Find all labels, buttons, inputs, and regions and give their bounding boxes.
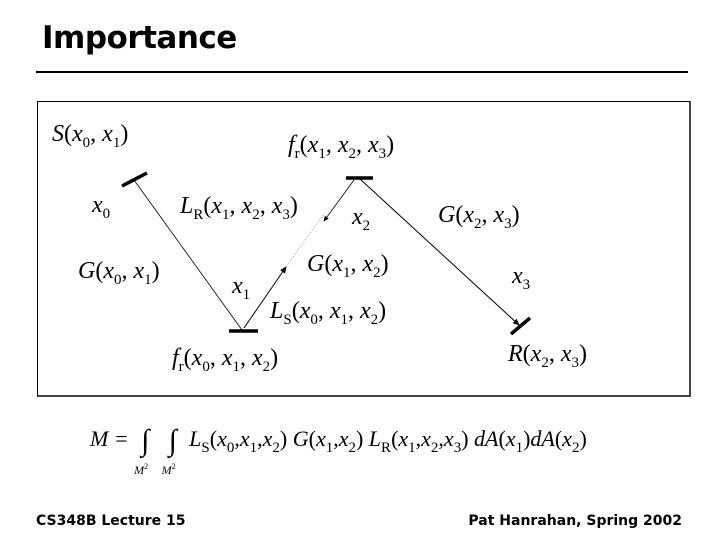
- arrow-LS: [243, 266, 287, 329]
- formula-lhs: M =: [90, 426, 129, 451]
- importance-formula: M = ∫M2 ∫M2 LS(x0,x1,x2) G(x1,x2) LR(x1,…: [90, 424, 587, 477]
- segment-x0-x1: [133, 179, 243, 331]
- segment-x1-x2: [285, 213, 325, 268]
- source-surface: [121, 171, 148, 188]
- label-G23: G(x2, x3): [438, 202, 520, 232]
- formula-integrand: LS(x0,x1,x2) G(x1,x2) LR(x1,x2,x3) dA(x1…: [189, 426, 587, 456]
- label-x0: x0: [92, 192, 111, 222]
- label-R: R(x2, x3): [508, 341, 587, 371]
- label-LR: LR(x1, x2, x3): [180, 193, 298, 223]
- label-LS: LS(x0, x1, x2): [270, 298, 387, 328]
- label-G12: G(x1, x2): [307, 251, 389, 281]
- diagram-frame: [37, 101, 691, 397]
- slide-title: Importance: [42, 20, 237, 56]
- label-source: S(x0, x1): [52, 121, 129, 151]
- integral-1: ∫M2: [134, 424, 150, 477]
- label-fr123: fr(x1, x2, x3): [288, 132, 395, 162]
- label-fr012: fr(x0, x1, x2): [172, 345, 279, 375]
- label-x3: x3: [512, 263, 531, 293]
- receiver-surface: [509, 316, 532, 336]
- footer-author: Pat Hanrahan, Spring 2002: [468, 513, 682, 529]
- footer-lecture: CS348B Lecture 15: [36, 513, 186, 529]
- segment-x2-x3: [359, 178, 520, 326]
- arrow-LR: [323, 179, 355, 222]
- label-x2: x2: [352, 204, 371, 234]
- title-divider: [36, 71, 688, 73]
- integral-2: ∫M2: [161, 424, 177, 477]
- label-G01: G(x0, x1): [78, 258, 160, 288]
- label-x1: x1: [232, 273, 251, 303]
